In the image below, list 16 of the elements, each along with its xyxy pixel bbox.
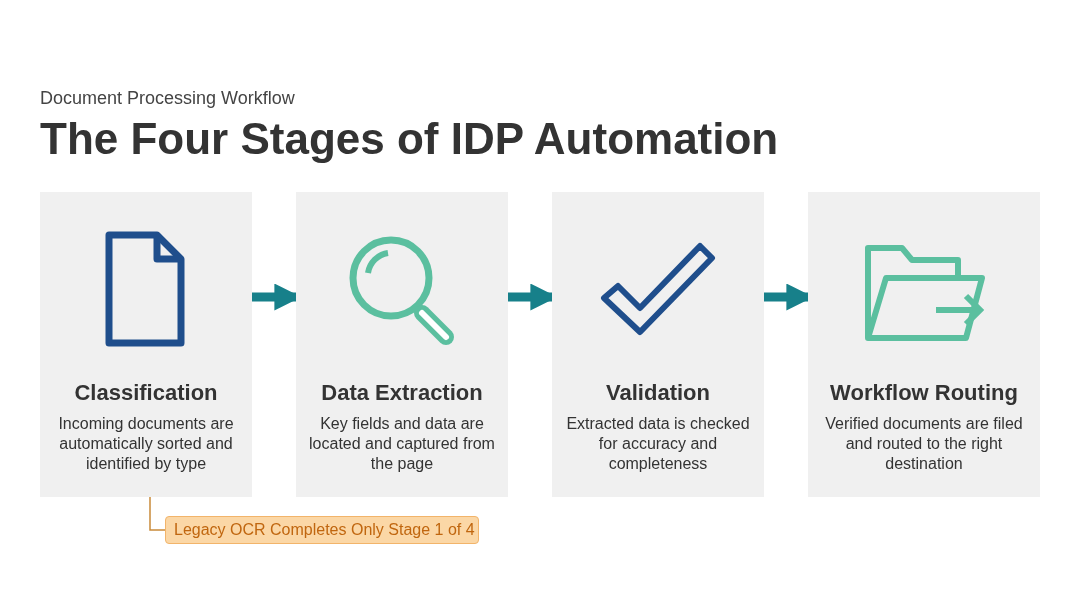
stage-description: Extracted data is checked for accuracy and completeness bbox=[565, 414, 751, 474]
leader-line bbox=[149, 496, 166, 531]
stage-description: Verified documents are filed and routed to the right destination bbox=[824, 414, 1024, 474]
callout-tag: Legacy OCR Completes Only Stage 1 of 4 bbox=[165, 516, 479, 544]
stage-description: Incoming documents are automatically sorted and identified by type bbox=[57, 414, 235, 474]
title: The Four Stages of IDP Automation bbox=[40, 114, 779, 164]
stage-heading: Validation bbox=[605, 380, 711, 406]
stage-card bbox=[552, 192, 764, 497]
stage-card bbox=[40, 192, 252, 497]
stage-description: Key fields and data are located and captured from the page bbox=[308, 414, 496, 474]
stage-card bbox=[808, 192, 1040, 497]
subtitle: Document Processing Workflow bbox=[40, 88, 295, 109]
stage-heading: Data Extraction bbox=[320, 380, 484, 406]
stage-card bbox=[296, 192, 508, 497]
stage-heading: Classification bbox=[73, 380, 219, 406]
stage-heading: Workflow Routing bbox=[829, 380, 1019, 406]
